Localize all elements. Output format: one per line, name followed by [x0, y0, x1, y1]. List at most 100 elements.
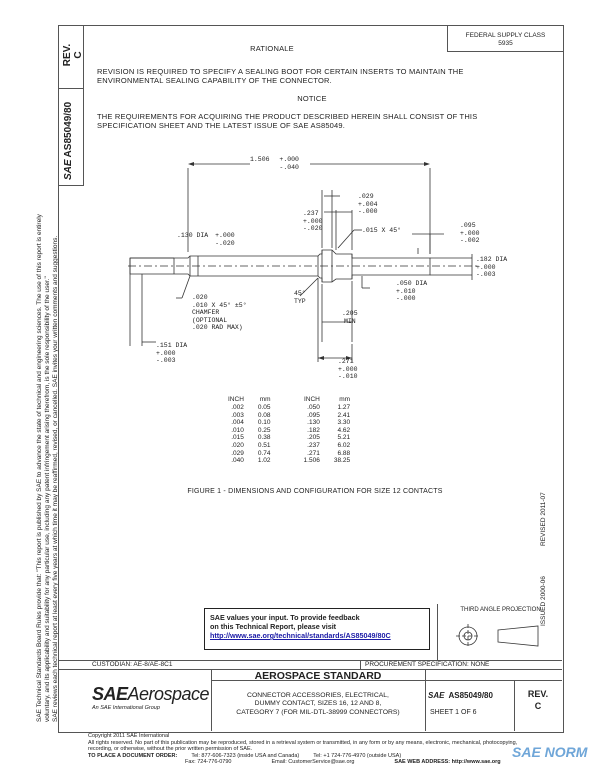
- table-cell: 0.08: [257, 411, 271, 419]
- chamfer-line-1: .020: [192, 294, 208, 301]
- table-cell: 0.10: [257, 419, 271, 427]
- dim-271-tol-plus: +.000: [338, 365, 358, 373]
- left-margin-notice: SAE Technical Standards Board Rules prov…: [36, 162, 60, 722]
- fed-class-line-2: 5935: [498, 40, 513, 47]
- title-doc-number-text: AS85049/80: [448, 691, 493, 700]
- dim-205-value: .205: [342, 310, 358, 317]
- dim-095-tol-plus: +.000: [460, 229, 480, 237]
- dim-237: .237 +.000 -.020: [303, 210, 323, 233]
- header-doc-number: SAEAS85049/80: [63, 102, 74, 180]
- table-cell: 3.30: [337, 419, 351, 427]
- dim-271: .271 +.000 -.010: [338, 358, 358, 381]
- table-cell: .020: [231, 441, 244, 449]
- dim-015: .015 X 45°: [362, 227, 402, 234]
- title-rev: REV. C: [514, 688, 562, 712]
- footer-rights: All rights reserved. No part of this pub…: [88, 739, 518, 746]
- footer: Copyright 2011 SAE International All rig…: [88, 733, 558, 766]
- feedback-box: SAE values your input. To provide feedba…: [204, 608, 430, 650]
- table-cell: 0.05: [257, 404, 271, 411]
- header-rev: REV. C: [62, 30, 84, 80]
- footer-tel: Tel: 877-606-7323 (inside USA and Canada…: [191, 752, 300, 759]
- table-cell: 0.51: [257, 441, 271, 449]
- chamfer-line-2: .010 X 45° ±5°: [192, 301, 247, 309]
- title-rev-value: C: [534, 701, 542, 711]
- table-row: .020 0.51 .237 6.02: [221, 442, 357, 450]
- dim-overall-tol-minus: -.040: [279, 163, 299, 171]
- page-frame: [58, 25, 564, 733]
- dim-130: .130 DIA +.000 -.020: [177, 232, 235, 247]
- chamfer-line-5: .020 RAD MAX): [192, 324, 243, 331]
- feedback-line-1: SAE values your input. To provide feedba…: [210, 613, 360, 622]
- footer-rights-2: recording, or otherwise, without the pri…: [88, 746, 253, 752]
- custodian: CUSTODIAN: AE-8/AE-8C1: [92, 661, 173, 668]
- table-cell: 1.506: [303, 457, 320, 465]
- table-cell: .271: [307, 449, 320, 457]
- chamfer-line-4: (OPTIONAL: [192, 316, 228, 324]
- dim-029-tol-plus: +.004: [358, 200, 378, 208]
- dim-45-typ-note: TYP: [294, 297, 306, 305]
- table-cell: 2.41: [337, 411, 351, 419]
- dim-151: .151 DIA +.000 -.003: [156, 342, 187, 365]
- dim-050-value: .050 DIA: [396, 280, 428, 287]
- dim-151-value: .151 DIA: [156, 342, 188, 349]
- chamfer-line-3: CHAMFER: [192, 309, 220, 316]
- left-margin-line-2: voluntary, and its applicability and sui…: [44, 276, 51, 722]
- footer-email: Email: CustomerService@sae.org: [271, 759, 355, 765]
- feedback-line-2: on this Technical Report, please visit: [210, 622, 337, 631]
- fed-supply-class-box: FEDERAL SUPPLY CLASS 5935: [447, 25, 563, 52]
- table-row: .004 0.10 .130 3.30: [221, 419, 357, 427]
- col-header: INCH: [228, 396, 244, 403]
- header-rev-value: C: [73, 51, 84, 59]
- rationale-title: RATIONALE: [250, 44, 294, 53]
- table-cell: .237: [307, 441, 320, 449]
- table-header-row: INCH mm INCH mm: [221, 396, 357, 404]
- feedback-link[interactable]: http://www.sae.org/technical/standards/A…: [210, 631, 391, 640]
- table-cell: .130: [307, 419, 320, 427]
- table-cell: 6.02: [337, 441, 351, 449]
- table-cell: .029: [231, 449, 244, 457]
- notice-text: THE REQUIREMENTS FOR ACQUIRING THE PRODU…: [97, 112, 478, 130]
- sae-mark: SAE: [63, 159, 74, 180]
- table-cell: .015: [231, 434, 244, 442]
- figure-caption: FIGURE 1 - DIMENSIONS AND CONFIGURATION …: [187, 488, 443, 495]
- dim-237-tol-plus: +.000: [303, 217, 323, 225]
- dim-237-value: .237: [303, 210, 319, 217]
- table-cell: 5.21: [337, 434, 351, 442]
- dim-205: .205 MIN: [342, 310, 358, 325]
- standard-title: AEROSPACE STANDARD: [254, 670, 382, 682]
- logo-subtitle: An SAE International Group: [92, 705, 160, 711]
- title-sae-mark: SAE: [428, 691, 445, 700]
- table-cell: .205: [307, 434, 320, 442]
- table-cell: .002: [231, 404, 244, 411]
- dim-095: .095 +.000 -.002: [460, 222, 480, 245]
- footer-web[interactable]: SAE WEB ADDRESS: http://www.sae.org: [394, 759, 501, 765]
- dim-45-value: 45°: [294, 290, 306, 297]
- dim-overall-tol-plus: +.000: [279, 156, 299, 163]
- dim-050-tol-minus: -.000: [396, 295, 416, 302]
- dim-271-value: .271: [338, 358, 354, 365]
- table-cell: .010: [231, 426, 244, 434]
- dim-271-tol-minus: -.010: [338, 373, 358, 380]
- table-cell: 4.62: [337, 426, 351, 434]
- sae-norm-watermark: SAE NORM: [512, 744, 588, 760]
- desc-line-2: DUMMY CONTACT, SIZES 16, 12 AND 8,: [254, 700, 382, 708]
- dim-095-value: .095: [460, 222, 476, 229]
- dim-182-tol-plus: +.000: [476, 263, 496, 271]
- table-cell: .095: [307, 411, 320, 419]
- contact-drawing: [128, 162, 480, 362]
- fed-class-line-1: FEDERAL SUPPLY CLASS: [465, 32, 546, 39]
- left-margin-line-1: SAE Technical Standards Board Rules prov…: [36, 214, 43, 722]
- dim-029-tol-minus: -.000: [358, 208, 378, 215]
- footer-fax: Fax: 724-776-0790: [185, 759, 232, 765]
- dim-130-value: .130 DIA: [177, 232, 209, 239]
- table-cell: .004: [231, 419, 244, 427]
- dim-029: .029 +.004 -.000: [358, 193, 378, 216]
- table-cell: 38.25: [333, 457, 351, 465]
- dim-130-tol-minus: -.020: [215, 239, 235, 247]
- col-header: mm: [259, 396, 271, 403]
- dim-151-tol-plus: +.000: [156, 349, 176, 357]
- table-cell: 0.25: [257, 426, 271, 434]
- chamfer-note: .020 .010 X 45° ±5° CHAMFER (OPTIONAL .0…: [192, 294, 247, 332]
